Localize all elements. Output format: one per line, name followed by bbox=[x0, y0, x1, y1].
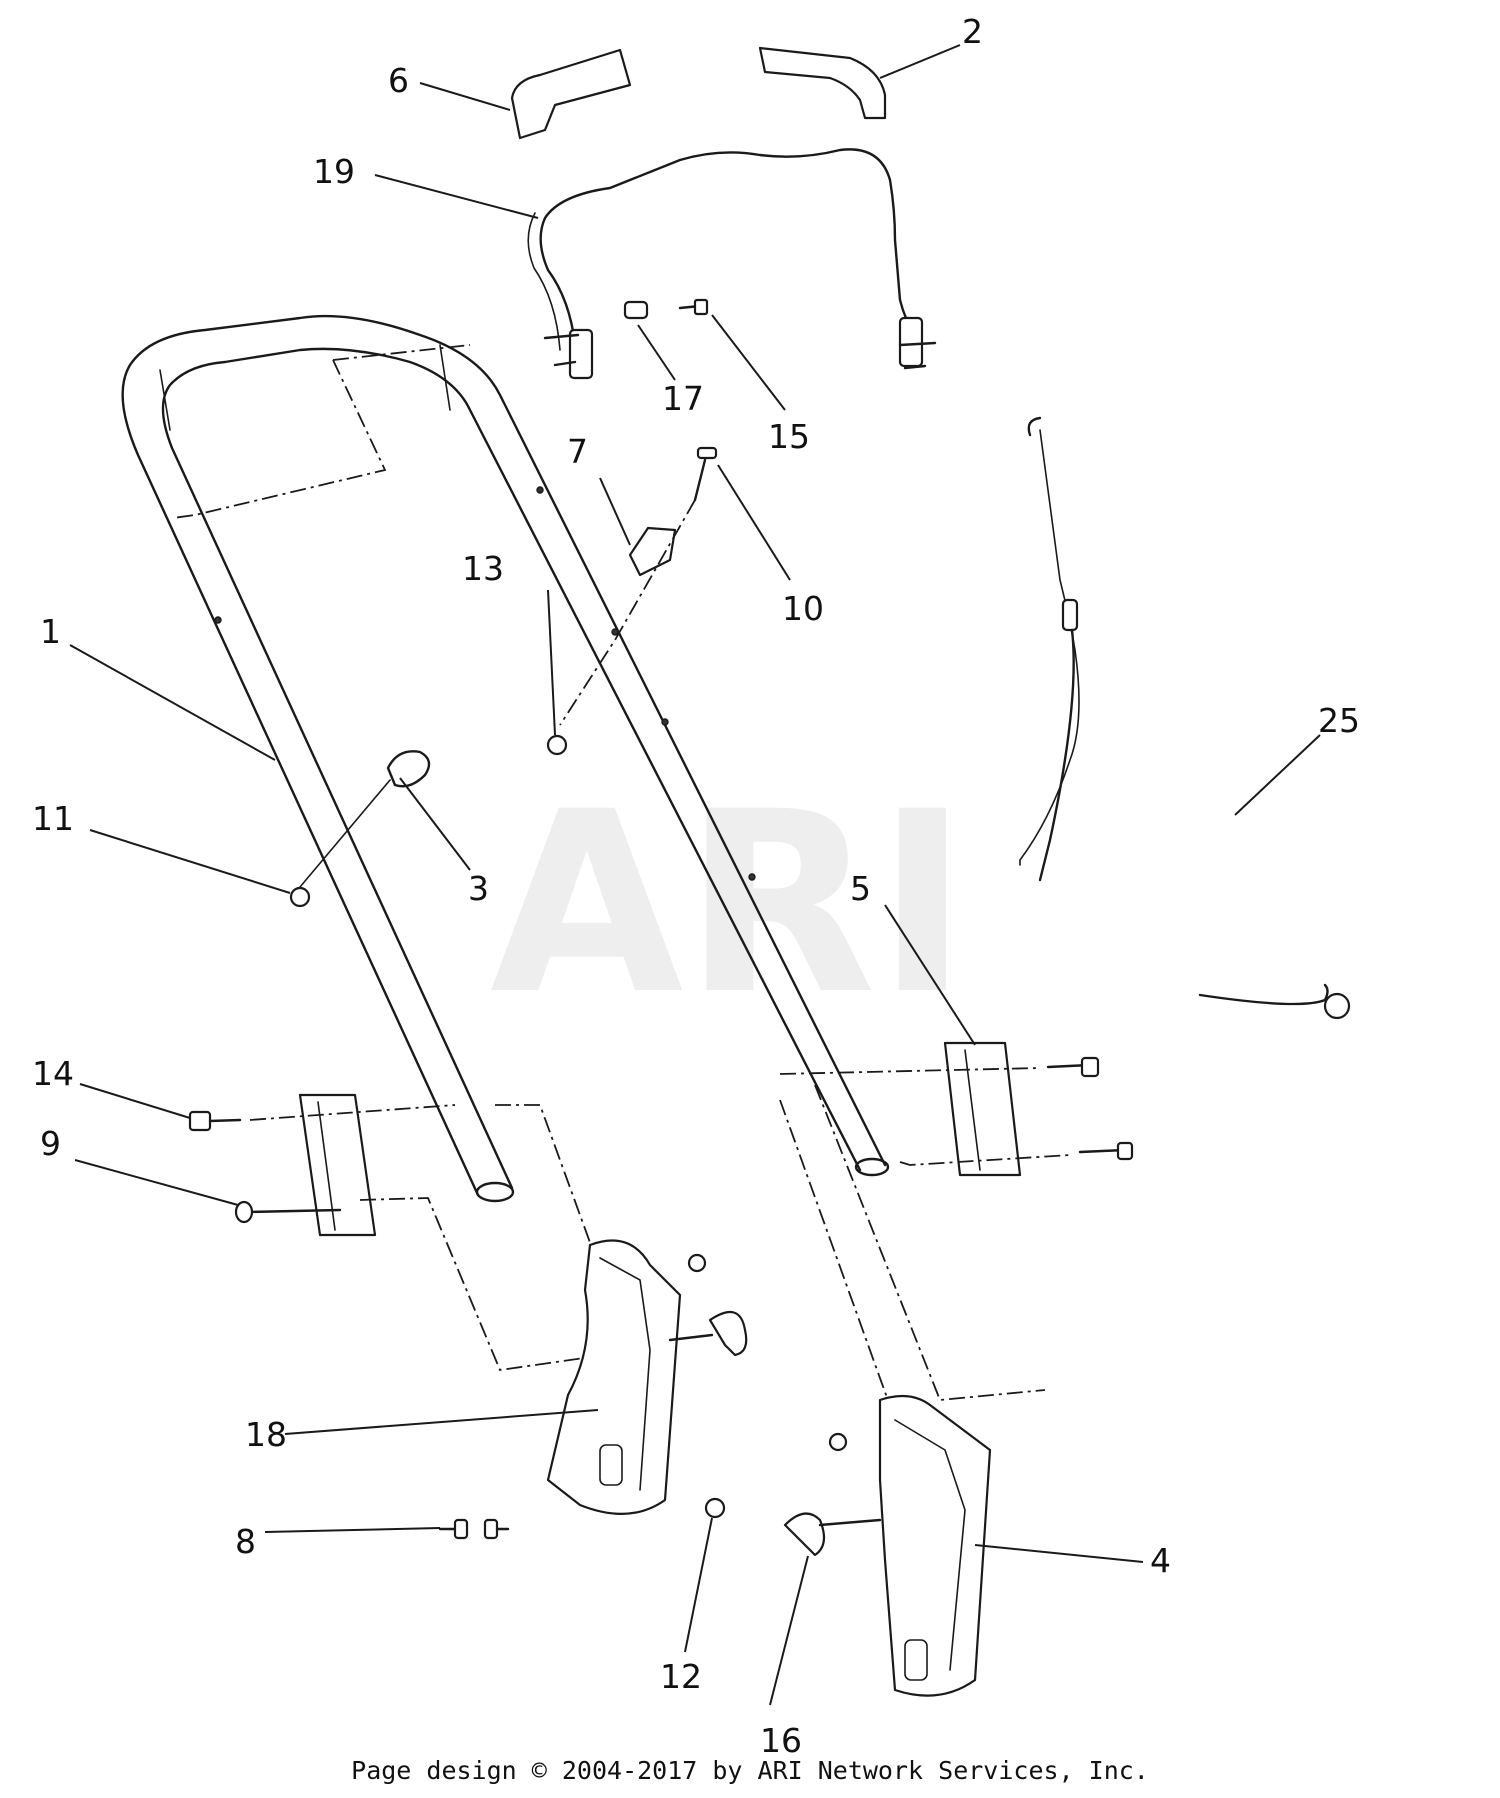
spacer-17 bbox=[623, 300, 649, 320]
callout-18: 18 bbox=[245, 1415, 287, 1454]
callout-12: 12 bbox=[660, 1657, 702, 1696]
callout-14: 14 bbox=[32, 1054, 74, 1093]
right-grip bbox=[758, 46, 887, 120]
right-lower-bracket bbox=[783, 1394, 992, 1697]
callout-6: 6 bbox=[388, 61, 409, 100]
nut-13 bbox=[546, 734, 568, 756]
callout-9: 9 bbox=[40, 1124, 61, 1163]
callout-1: 1 bbox=[40, 612, 61, 651]
callout-16: 16 bbox=[760, 1721, 802, 1760]
leader-lines bbox=[69, 44, 1321, 1706]
bracket-7 bbox=[628, 526, 677, 577]
right-mount-tube bbox=[779, 1041, 1134, 1177]
callout-8: 8 bbox=[235, 1522, 256, 1561]
left-lower-bracket bbox=[546, 1239, 748, 1515]
bolt-10 bbox=[559, 446, 718, 726]
bail-bar bbox=[527, 148, 937, 380]
callout-labels: 6 2 19 17 15 7 13 10 1 25 11 3 5 14 9 18… bbox=[32, 12, 1360, 1760]
alignment-lines bbox=[495, 1084, 1046, 1546]
callout-15: 15 bbox=[768, 417, 810, 456]
copyright-footer: Page design © 2004-2017 by ARI Network S… bbox=[351, 1756, 1149, 1785]
screw-15 bbox=[678, 298, 709, 316]
callout-2: 2 bbox=[962, 12, 983, 51]
callout-25: 25 bbox=[1318, 701, 1360, 740]
callout-13: 13 bbox=[462, 549, 504, 588]
left-mount-tube bbox=[188, 1093, 641, 1371]
pins-8 bbox=[438, 1518, 510, 1540]
callout-11: 11 bbox=[32, 799, 74, 838]
callout-5: 5 bbox=[850, 869, 871, 908]
callout-4: 4 bbox=[1150, 1541, 1171, 1580]
nut-12 bbox=[704, 1497, 726, 1519]
ari-watermark: ARI bbox=[490, 758, 969, 1049]
callout-3: 3 bbox=[468, 869, 489, 908]
bolt-9 bbox=[234, 1200, 254, 1224]
callout-7: 7 bbox=[567, 432, 588, 471]
bolt-14 bbox=[188, 1110, 212, 1132]
nut-11 bbox=[289, 886, 311, 908]
callout-17: 17 bbox=[662, 379, 704, 418]
callout-10: 10 bbox=[782, 589, 824, 628]
control-cable bbox=[1019, 416, 1351, 1020]
callout-19: 19 bbox=[313, 152, 355, 191]
upper-handle bbox=[121, 314, 890, 1203]
left-grip bbox=[510, 48, 632, 140]
